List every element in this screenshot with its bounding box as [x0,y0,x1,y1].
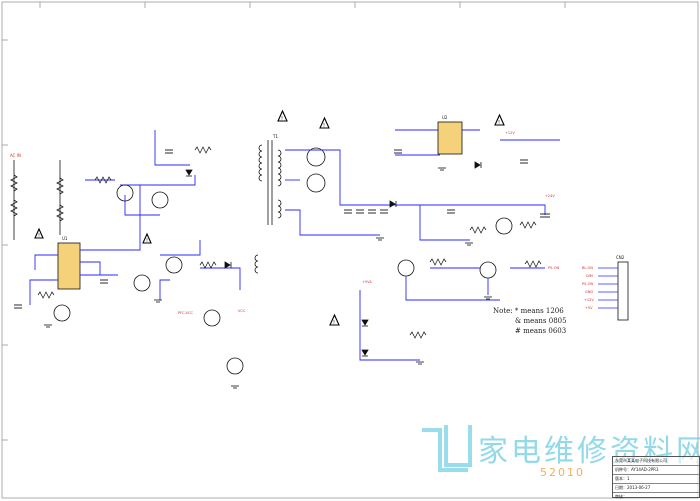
pin-label: +5V [585,306,593,310]
watermark-logo [422,425,472,472]
diodes [185,161,482,357]
title-block: 东莞市某某电子科技有限公司 机种号：AY14AD-2PR3 版本：1 日期：20… [612,456,700,499]
note-line: & means 0805 [493,316,567,326]
regulator-ic-label: U2 [442,115,448,120]
net-label-vcc: VCC [238,309,246,313]
note-line: Note: * means 1206 [493,306,567,316]
net-label-12v: +12V [505,131,515,135]
watermark-url: 52010 [540,466,585,479]
pin-label: +12V [584,298,594,302]
pin-label: PS-ON [582,282,593,286]
connector-pins [598,267,618,309]
ground-symbols [44,167,492,389]
net-label-5va: +5VA [362,280,372,284]
title-block-row: 东莞市某某电子科技有限公司 [613,457,699,466]
note-block: Note: * means 1206 & means 0805 # means … [493,306,567,336]
note-item: # means 0603 [515,327,567,335]
warning-triangles: ! ! ! ! ! ! [34,109,505,326]
primary-wiring [29,130,241,305]
resistors [37,146,542,339]
input-resistor-chain [10,160,64,240]
svg-text:!: ! [323,123,325,129]
title-block-row: 日期：2013-06-27 [613,484,699,493]
pin-label: BL-ON [582,266,593,270]
regulator-ic-u2 [437,121,463,155]
svg-text:!: ! [498,120,500,126]
capacitors [14,149,550,309]
pin-label: DIM [586,274,593,278]
title-block-row: 机种号：AY14AD-2PR3 [613,466,699,475]
ac-in-label: AC IN [10,153,21,158]
transistors [53,147,513,375]
note-item: & means 0805 [515,317,567,325]
note-item: * means 1206 [514,307,564,315]
net-label-pfc: PFC-VCC [178,311,193,315]
transformer-label: T1 [272,134,278,139]
title-block-row: 审核： [615,494,627,499]
pwm-ic-label: U1 [62,236,68,241]
secondary-wiring [285,129,560,361]
output-connector [617,261,629,321]
svg-text:!: ! [146,238,148,244]
connector-label: CN2 [616,255,625,260]
grid-ticks [2,2,566,441]
svg-text:!: ! [281,116,283,122]
pin-label: GND [585,290,593,294]
title-block-row: 版本：1 [613,475,699,484]
connector-pin-labels: BL-ON DIM PS-ON GND +12V +5V [582,266,594,310]
note-title: Note: [493,307,513,315]
svg-text:!: ! [333,320,335,326]
net-label-24v: +24V [545,194,555,198]
note-line: # means 0603 [493,326,567,336]
svg-text:!: ! [38,233,40,239]
transformer-t1 [254,140,282,274]
pwm-ic-u1 [57,242,81,290]
net-label-pson: PS-ON [548,266,559,270]
